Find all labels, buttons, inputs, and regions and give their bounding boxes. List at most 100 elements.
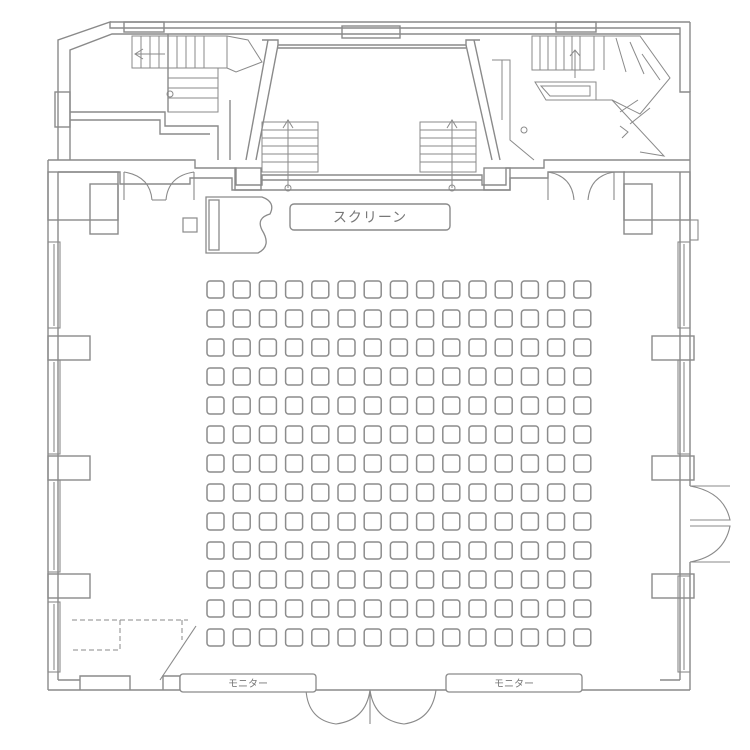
seat [494,396,513,415]
seat [258,541,278,560]
seat [206,309,225,328]
seat [232,483,251,502]
seat [258,570,278,589]
seat [573,512,592,531]
seat [468,367,487,386]
seat [573,338,592,357]
seat [363,570,382,589]
seat [284,396,304,415]
seat [206,483,225,502]
seat [494,367,513,386]
seat [442,396,461,415]
seat [546,483,566,502]
seat [546,338,566,357]
seat [232,628,251,647]
seat [389,309,409,328]
seat [206,599,225,618]
seat [389,541,409,560]
seat [415,599,435,618]
seat [468,280,487,299]
seat [546,628,566,647]
seat [573,280,592,299]
seat [258,367,278,386]
seat [389,367,409,386]
seat [284,599,304,618]
seat [206,541,225,560]
seat [573,541,592,560]
seat [389,599,409,618]
seat [573,309,592,328]
seat [520,599,540,618]
seat [442,280,461,299]
seat [232,454,251,473]
seat [520,309,540,328]
seat [232,425,251,444]
seat [258,309,278,328]
side-windows [47,219,699,673]
seat [389,628,409,647]
seat [442,628,461,647]
seat [415,541,435,560]
seat [311,280,330,299]
seat [442,483,461,502]
seat [415,338,435,357]
podium [182,217,198,233]
seat [284,541,304,560]
seat [311,599,330,618]
seat [284,280,304,299]
seat [363,512,382,531]
seat [468,541,487,560]
seat [363,541,382,560]
seat [546,541,566,560]
seat [363,309,382,328]
seat [232,338,251,357]
seat [258,396,278,415]
seat [546,454,566,473]
seat [232,541,251,560]
seat [258,512,278,531]
seat [573,483,592,502]
seat [546,396,566,415]
screen [289,203,451,231]
seat [337,599,356,618]
seat [468,512,487,531]
seat [232,512,251,531]
seat [494,570,513,589]
seat [520,570,540,589]
monitor-left [179,673,317,693]
seat [573,628,592,647]
seat [311,541,330,560]
seat [311,483,330,502]
seat [520,338,540,357]
seat [363,599,382,618]
seat [520,425,540,444]
seat [442,570,461,589]
storage-area [72,619,188,651]
seat [494,541,513,560]
seat [363,454,382,473]
seat [284,512,304,531]
seat [258,628,278,647]
seat [494,309,513,328]
seat [494,425,513,444]
seat [546,599,566,618]
seat [468,628,487,647]
seat [258,599,278,618]
seat [389,570,409,589]
seat [337,512,356,531]
seat [284,309,304,328]
seat [442,309,461,328]
seat [206,512,225,531]
seat [468,570,487,589]
monitor-left-label: モニター [228,678,268,690]
seat [337,483,356,502]
seat [468,338,487,357]
seat [311,309,330,328]
seat [415,628,435,647]
seat [232,309,251,328]
seat [206,454,225,473]
seat [442,454,461,473]
seat [494,599,513,618]
seat [520,396,540,415]
